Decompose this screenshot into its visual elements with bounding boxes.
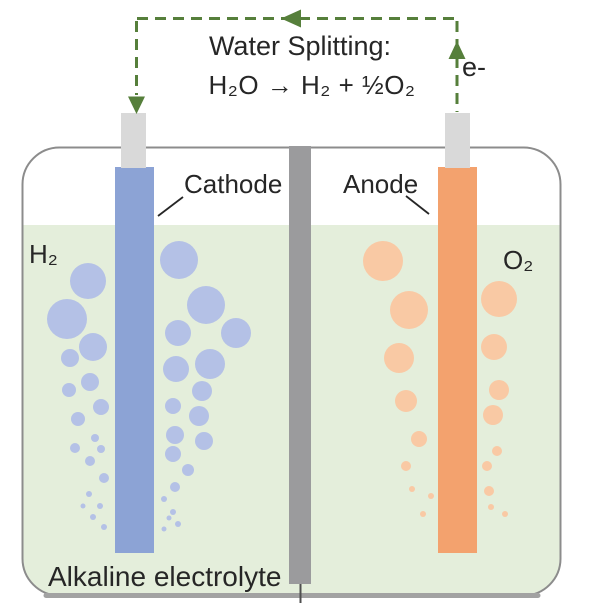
gas-bubble [428,493,434,499]
gas-bubble [395,390,417,412]
gas-bubble [62,383,76,397]
current-direction-arrow-icon [281,9,301,28]
gas-bubble [166,426,184,444]
oxygen-gas-label: O₂ [503,245,534,275]
gas-bubble [384,343,414,373]
gas-bubble [161,526,167,532]
anode-electrode [438,167,477,553]
cathode-terminal [121,113,146,168]
oxygen-bubbles [363,241,517,517]
gas-bubble [90,514,96,520]
gas-bubble [101,524,107,530]
gas-bubble [86,491,92,497]
gas-bubble [81,373,99,391]
gas-bubble [502,511,508,517]
gas-bubble [484,486,494,496]
hydrogen-bubbles [47,241,251,532]
gas-bubble [492,446,502,456]
gas-bubble [93,399,109,415]
gas-bubble [165,446,181,462]
gas-bubble [195,432,213,450]
electrolyte-label: Alkaline electrolyte [48,561,282,592]
anode-terminal [445,113,470,168]
gas-bubble [187,286,225,324]
gas-bubble [85,456,95,466]
arrow-down-to-cathode-icon [128,96,145,114]
gas-bubble [170,509,176,515]
diagram-title: Water Splitting: [208,31,392,61]
anode-label: Anode [343,169,419,199]
gas-bubble [390,291,428,329]
electron-flow-up-arrow-icon [448,41,466,59]
gas-bubble [401,461,411,471]
separator-membrane [289,146,311,584]
gas-bubble [489,380,509,400]
cathode-leader-line [157,196,184,217]
gas-bubble [161,496,167,502]
gas-bubble [166,515,172,521]
gas-bubble [411,431,427,447]
hydrogen-gas-label: H₂ [29,239,58,269]
gas-bubble [409,486,415,492]
gas-bubble [483,405,503,425]
gas-bubble [192,381,212,401]
gas-bubble [481,334,507,360]
gas-bubble [71,412,85,426]
reaction-formula: H₂O → H₂ + ½O₂ [208,70,416,100]
gas-bubble [488,504,494,510]
gas-bubble [80,503,86,509]
gas-bubble [221,318,251,348]
gas-bubble [175,521,181,527]
gas-bubble [47,299,87,339]
gas-bubble [482,461,492,471]
gas-bubble [97,445,105,453]
gas-bubble [182,464,194,476]
gas-bubble [70,263,106,299]
gas-bubble [79,333,107,361]
gas-bubble [165,398,181,414]
gas-bubble [363,241,403,281]
gas-bubble [165,320,191,346]
gas-bubble [481,281,517,317]
cathode-electrode [115,167,154,553]
gas-bubble [70,443,80,453]
gas-bubble [61,349,79,367]
gas-bubble [163,356,189,382]
gas-bubble [99,473,109,483]
gas-bubble [160,241,198,279]
gas-bubble [420,511,426,517]
gas-bubble [91,434,99,442]
electron-label: e- [462,52,487,82]
gas-bubble [170,482,180,492]
cathode-label: Cathode [184,169,283,199]
gas-bubble [189,406,209,426]
gas-bubble [195,349,225,379]
gas-bubble [97,503,103,509]
anode-leader-line [405,195,430,215]
